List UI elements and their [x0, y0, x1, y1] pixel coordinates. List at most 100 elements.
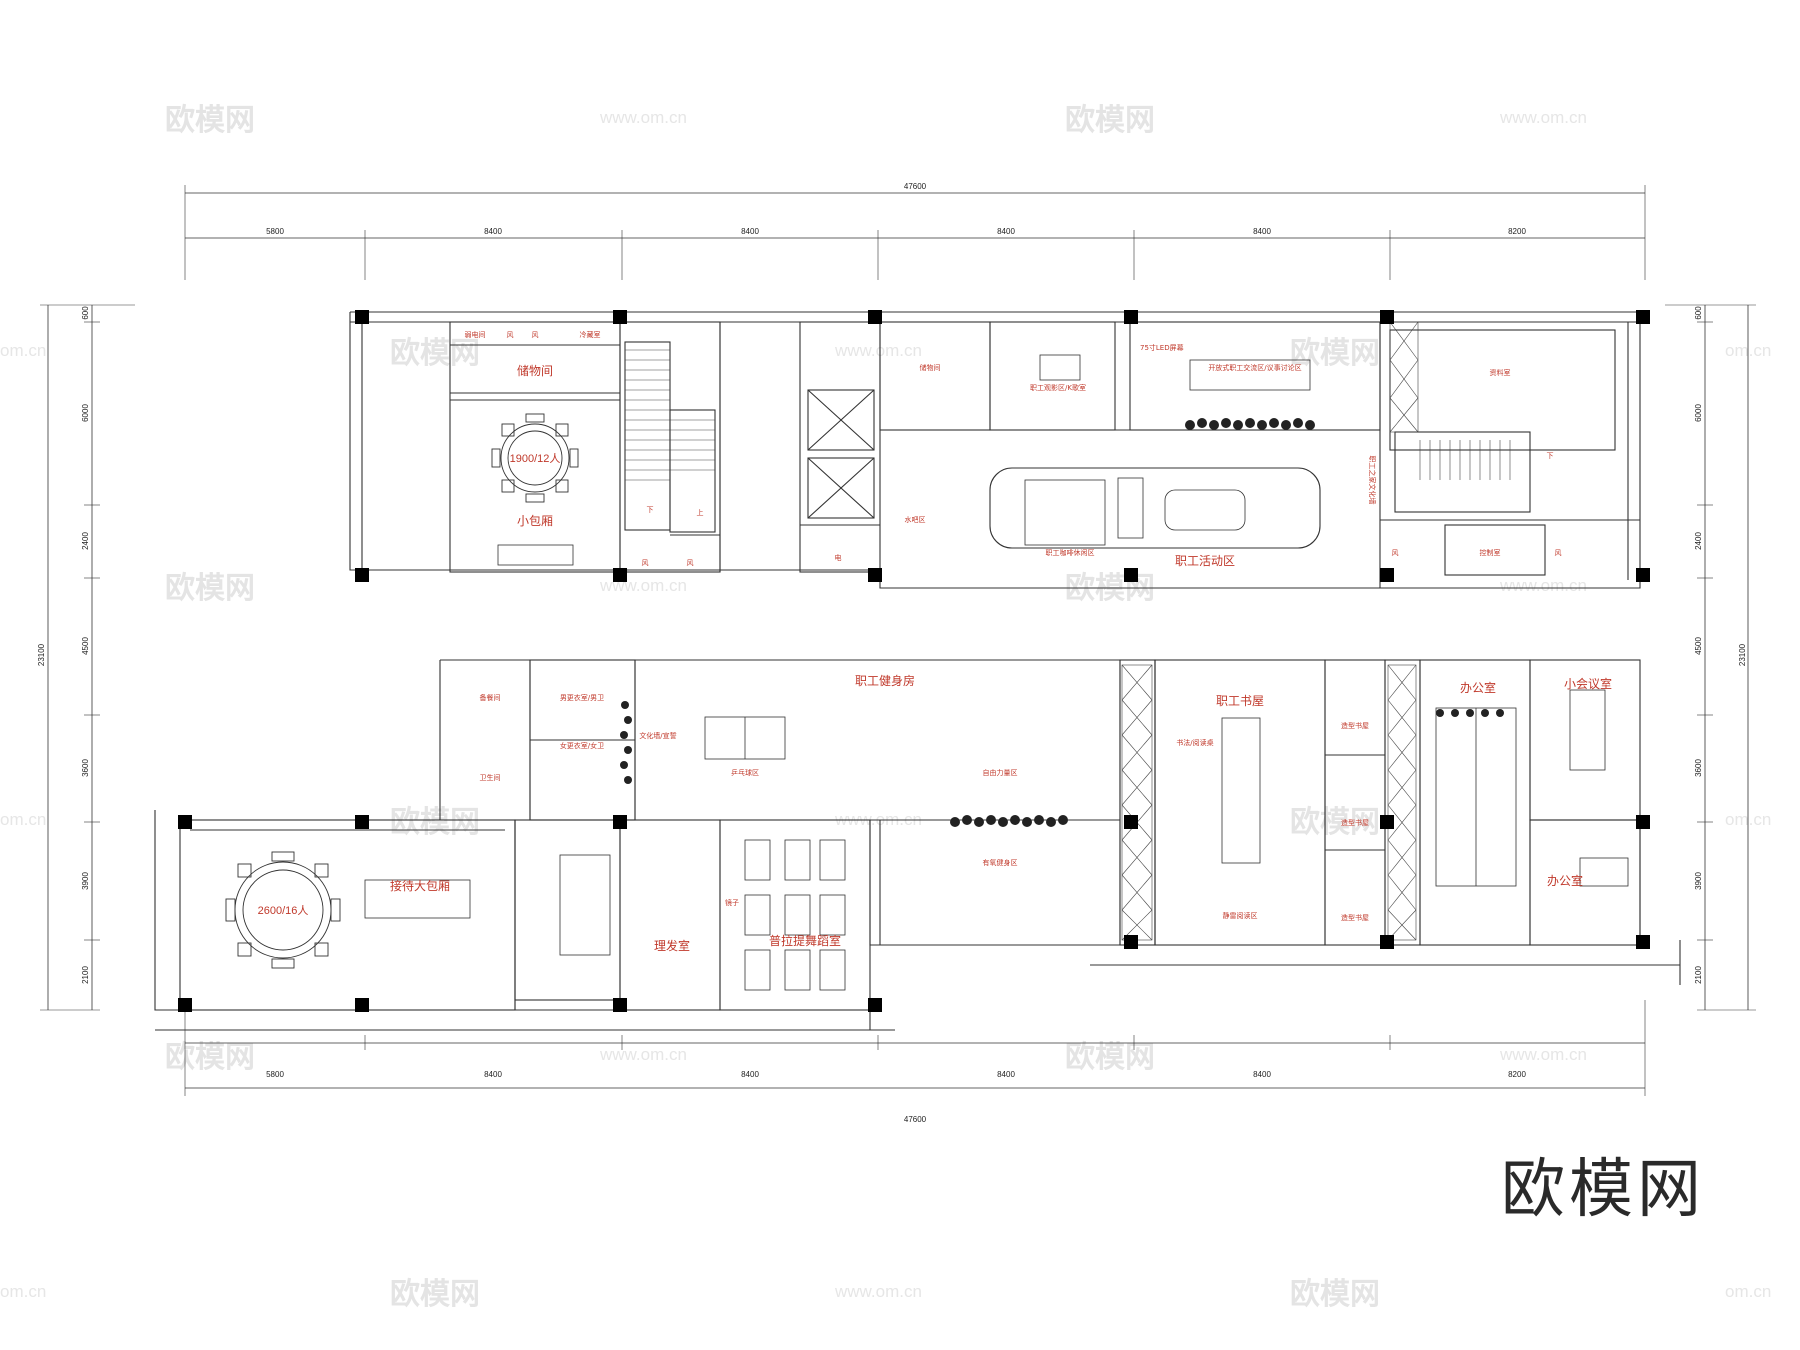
- watermark-url: www.om.cn: [834, 341, 922, 360]
- dim-total-bottom: 47600: [904, 1115, 927, 1124]
- watermark-url: www.om.cn: [1499, 108, 1587, 127]
- dim-top-seg: 5800: [266, 227, 284, 236]
- watermark: 欧模网: [1065, 103, 1155, 138]
- label-stair-down: 下: [1547, 452, 1554, 460]
- label-stair-up: 上: [697, 508, 704, 517]
- dim-right-seg: 6000: [1694, 404, 1703, 422]
- label-activity-zone: 职工活动区: [1175, 554, 1235, 568]
- dim-left-seg: 3900: [81, 872, 90, 890]
- label-storage-left: 储物间: [517, 363, 553, 378]
- label-gym: 职工健身房: [855, 673, 915, 688]
- watermark: 欧模网: [165, 103, 255, 138]
- label-standby-room: 备餐间: [480, 693, 501, 702]
- watermark-layer: 欧模网 www.om.cn 欧模网 www.om.cn om.cn 欧模网 ww…: [0, 103, 1771, 1312]
- label-office-1: 办公室: [1460, 680, 1496, 695]
- watermark: 欧模网: [1290, 805, 1380, 840]
- watermark: 欧模网: [1065, 1040, 1155, 1075]
- label-fan-room: 风: [687, 559, 694, 567]
- label-office-2: 办公室: [1547, 873, 1583, 888]
- label-small-private-room: 小包厢: [517, 514, 553, 528]
- watermark-url: www.om.cn: [599, 576, 687, 595]
- label-fan-room: 风: [1392, 549, 1399, 557]
- dim-right-seg: 3900: [1694, 872, 1703, 890]
- plant-rows: [620, 418, 1504, 827]
- dimension-labels: 47600 5800 8400 8400 8400 8400 8200 5800…: [37, 182, 1747, 1124]
- dim-top-seg: 8400: [484, 227, 502, 236]
- label-fan-room: 风: [642, 559, 649, 567]
- dim-left-seg: 4500: [81, 637, 90, 655]
- watermark: 欧模网: [165, 571, 255, 606]
- label-small-table-capacity: 1900/12人: [510, 452, 561, 465]
- label-library: 职工书屋: [1216, 694, 1264, 708]
- watermark: 欧模网: [390, 1277, 480, 1312]
- label-cold-storage: 冷藏室: [580, 330, 601, 339]
- dining-table-small: [491, 413, 579, 503]
- label-stair-down: 下: [647, 506, 654, 514]
- label-fan-room: 风: [507, 331, 514, 339]
- stair-treads: [625, 349, 1511, 481]
- label-culture-display: 文化墙/宣誓: [639, 731, 676, 740]
- dim-top-seg: 8400: [1253, 227, 1271, 236]
- watermark-url: www.om.cn: [834, 1282, 922, 1301]
- dim-right-seg: 4500: [1694, 637, 1703, 655]
- label-video-room: 职工观影区/K歌室: [1030, 383, 1086, 392]
- label-coffee-lounge: 职工咖啡休闲区: [1046, 548, 1095, 557]
- dim-left-seg: 6000: [81, 404, 90, 422]
- dim-bottom-seg: 8400: [1253, 1070, 1271, 1079]
- label-large-table-capacity: 2600/16人: [258, 904, 309, 917]
- dim-left-seg: 2400: [81, 532, 90, 550]
- label-reception-room: 接待大包厢: [390, 878, 450, 893]
- watermark: 欧模网: [1290, 1277, 1380, 1312]
- watermark: 欧模网: [1290, 336, 1380, 371]
- label-weak-current: 弱电间: [465, 330, 486, 339]
- label-archive: 资料室: [1490, 368, 1511, 377]
- label-womens-changing: 女更衣室/女卫: [560, 741, 604, 750]
- watermark: 欧模网: [165, 1040, 255, 1075]
- label-pilates: 普拉提舞蹈室: [769, 933, 841, 948]
- dim-left-seg: 2100: [81, 966, 90, 984]
- dimension-lines: [40, 185, 1756, 1096]
- dim-top-seg: 8200: [1508, 227, 1526, 236]
- label-led-screen: 75寸LED屏幕: [1140, 343, 1184, 352]
- site-logo: 欧模网: [1501, 1153, 1705, 1227]
- dim-bottom-seg: 5800: [266, 1070, 284, 1079]
- label-electric: 电: [835, 553, 842, 562]
- dim-total-top: 47600: [904, 182, 927, 191]
- dim-left-seg: 600: [81, 306, 90, 320]
- dim-top-seg: 8400: [997, 227, 1015, 236]
- label-bookshelf: 造型书屋: [1341, 721, 1369, 730]
- dim-bottom-seg: 8400: [997, 1070, 1015, 1079]
- watermark-url: om.cn: [0, 810, 46, 829]
- label-fan-room: 风: [532, 331, 539, 339]
- dim-right-seg: 3600: [1694, 759, 1703, 777]
- label-storage-center: 储物间: [920, 363, 941, 372]
- furniture: [364, 354, 1629, 991]
- label-fan-room: 风: [1555, 549, 1562, 557]
- dim-bottom-seg: 8400: [741, 1070, 759, 1079]
- label-washroom: 卫生间: [480, 773, 501, 782]
- label-reading-area: 书法/阅读桌: [1176, 738, 1213, 747]
- dim-total-left: 23100: [37, 643, 46, 666]
- label-culture-wall: 职工之家文化墙: [1368, 456, 1377, 505]
- label-mens-changing: 男更衣室/男卫: [560, 693, 604, 702]
- dim-right-seg: 2400: [1694, 532, 1703, 550]
- dim-right-seg: 600: [1694, 306, 1703, 320]
- dim-bottom-seg: 8400: [484, 1070, 502, 1079]
- label-water-bar: 水吧区: [905, 515, 926, 524]
- dim-top-seg: 8400: [741, 227, 759, 236]
- label-mirror: 镜子: [725, 898, 739, 907]
- label-open-exchange: 开放式职工交流区/议事讨论区: [1208, 363, 1301, 372]
- label-barber: 理发室: [654, 938, 690, 953]
- watermark: 欧模网: [390, 805, 480, 840]
- label-aerobic-zone: 有氧健身区: [983, 858, 1018, 867]
- label-table-tennis: 乒乓球区: [731, 768, 759, 777]
- label-quiet-reading: 静雷阅读区: [1223, 911, 1258, 920]
- label-strength-zone: 自由力量区: [983, 768, 1018, 777]
- watermark-url: om.cn: [1725, 1282, 1771, 1301]
- watermark-url: www.om.cn: [1499, 576, 1587, 595]
- label-bookshelf: 造型书屋: [1341, 818, 1369, 827]
- watermark-url: om.cn: [0, 341, 46, 360]
- label-control-room: 控制室: [1480, 548, 1501, 557]
- watermark-url: www.om.cn: [599, 1045, 687, 1064]
- room-labels: 储物间 1900/12人 小包厢 接待大包厢 2600/16人 储物间 职工观影…: [258, 330, 1612, 953]
